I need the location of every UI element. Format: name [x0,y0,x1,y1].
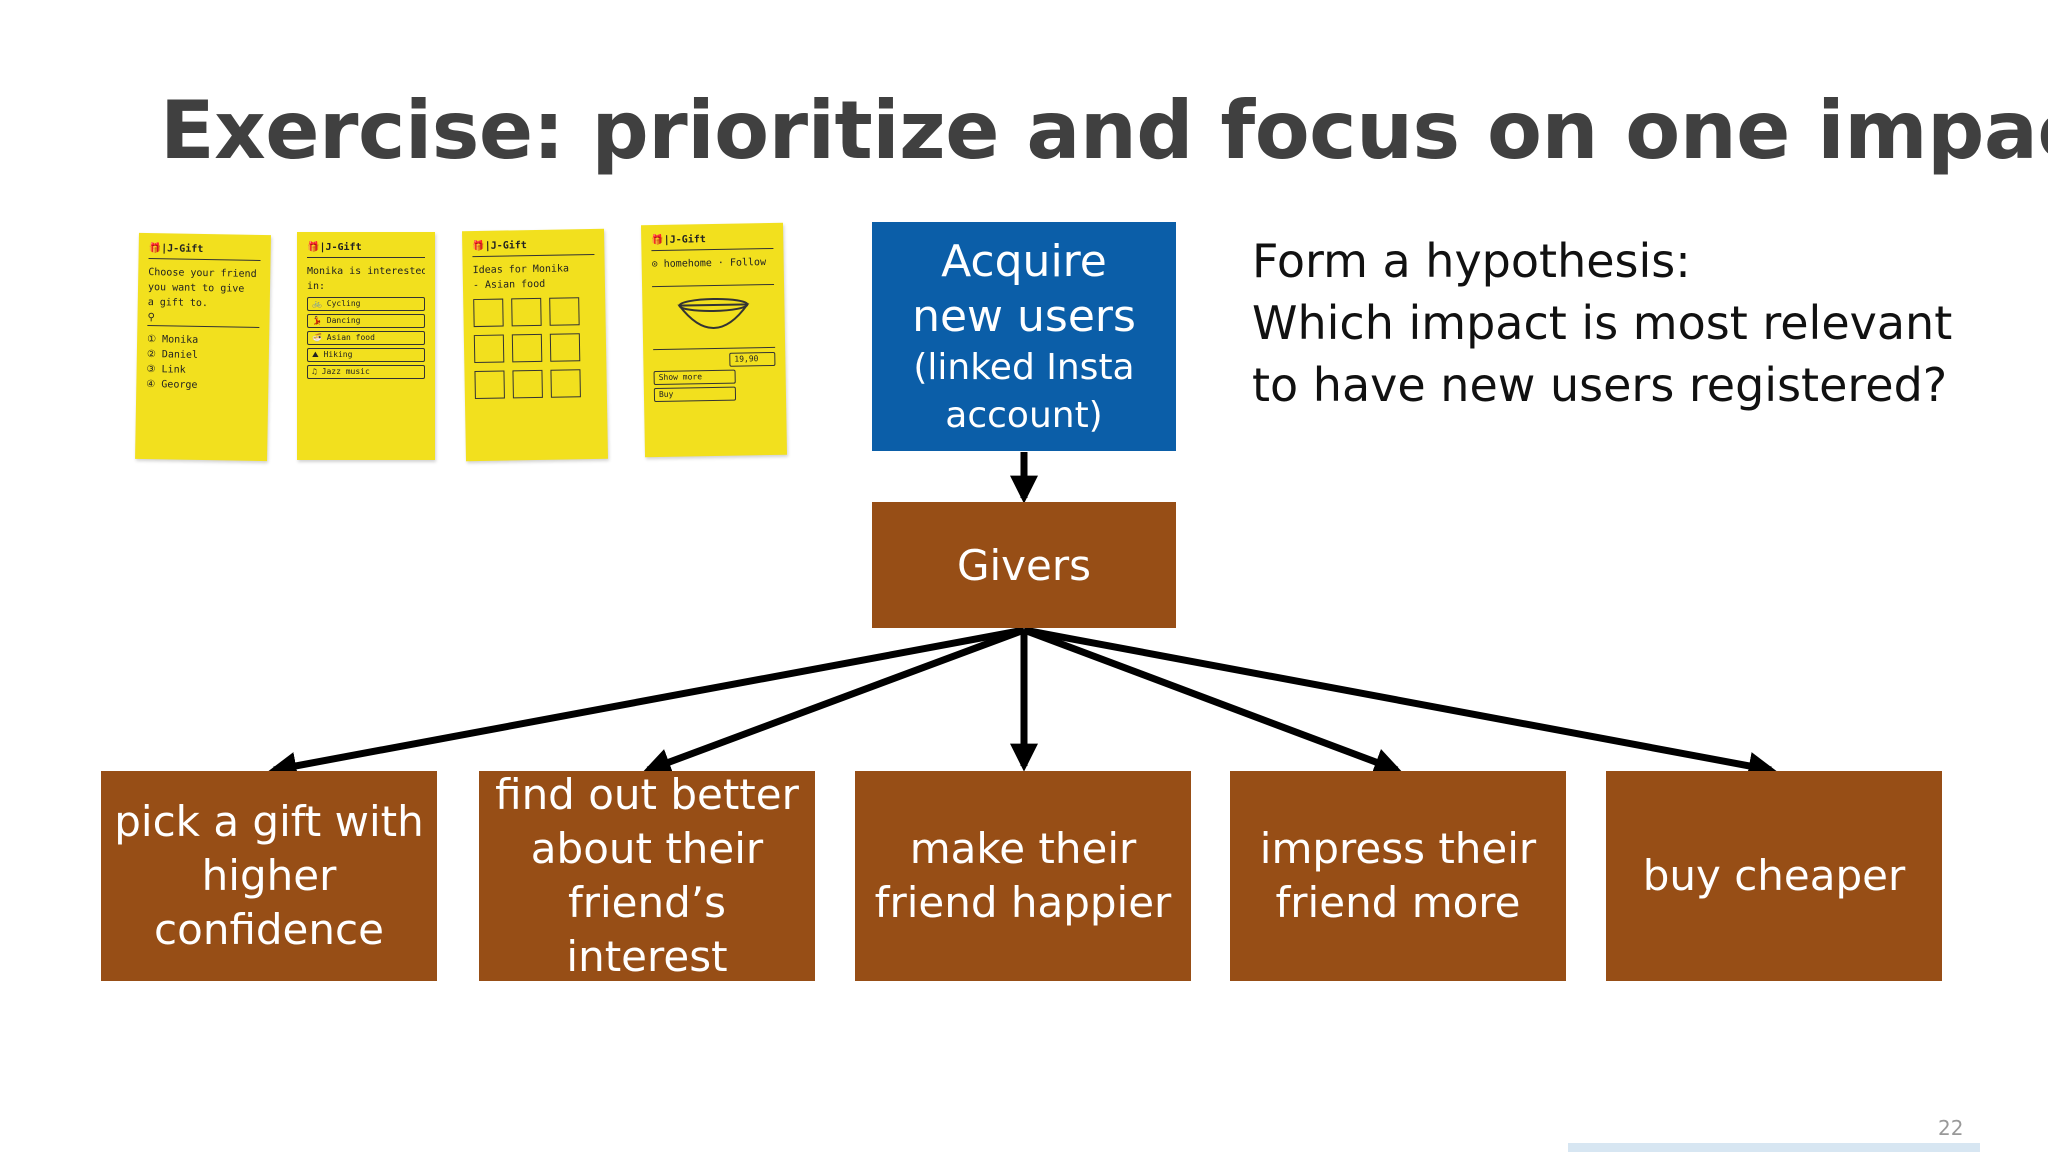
price-box: 19,90 [729,351,776,367]
idea-tile [549,333,581,362]
sketch-note-interests: 🎁|J-Gift Monika is interested in: 🚲 Cycl… [297,232,435,460]
note-header: 🎁|J-Gift [651,230,774,252]
note-box: ⛰ Hiking [307,348,425,362]
impact-line: interest [566,932,728,981]
note-header: 🎁|J-Gift [472,236,595,258]
idea-tile [473,334,505,364]
note-line: in: [307,281,326,292]
impact-line: friend’s [567,878,727,927]
goal-subline: (linked Insta [913,346,1135,388]
note-box: ♫ Jazz music [307,365,425,379]
impact-box: buy cheaper [1606,771,1942,981]
goal-line: new users [912,290,1136,342]
note-box: 🚲 Cycling [307,297,425,311]
idea-grid [473,297,597,400]
arrow-to-impact-1 [268,626,1025,780]
impact-line: buy cheaper [1642,851,1906,900]
idea-tile [474,370,505,400]
note-header: 🎁|J-Gift [148,241,261,261]
footer-accent-bar [1568,1143,1980,1152]
note-box: 🍜 Asian food [307,331,425,345]
idea-tile [511,333,543,363]
note-box: 💃 Dancing [307,314,425,328]
note-line: Monika is interested [307,266,425,277]
hypothesis-line: Which impact is most relevant [1252,296,1953,350]
bowl-icon [677,297,750,329]
impact-line: find out better [495,770,799,819]
arrow-to-impact-4 [1022,626,1403,776]
hypothesis-text: Form a hypothesis: Which impact is most … [1252,230,2012,416]
buy-box: Buy [653,386,737,403]
goal-line: Acquire [941,235,1107,287]
note-line: ④ George [146,379,198,391]
actor-label: Givers [956,540,1092,590]
idea-tile [549,297,580,326]
goal-subline: account) [945,394,1103,436]
idea-tile [512,369,543,399]
hypothesis-line: to have new users registered? [1252,358,1948,412]
slide-title: Exercise: prioritize and focus on one im… [160,84,2048,177]
impact-line: about their [530,824,764,873]
goal-box: Acquire new users (linked Insta account) [872,222,1176,451]
search-icon: ⚲ [147,310,260,328]
idea-tile [473,298,504,328]
sketch-note-ideas: 🎁|J-Gift Ideas for Monika - Asian food [462,228,608,462]
impact-line: make their [909,824,1137,873]
impact-line: friend more [1275,878,1521,927]
note-line: ⊙ homehome · Follow [651,257,767,271]
impact-box: impress their friend more [1230,771,1566,981]
idea-tile [550,369,581,398]
page-number: 22 [1938,1116,1964,1140]
impact-line: friend happier [874,878,1172,927]
arrow-to-impact-2 [642,626,1026,776]
impact-line: confidence [154,905,384,954]
note-line: a gift to. [147,297,209,310]
note-line: - Asian food [472,278,546,292]
impact-box: make their friend happier [855,771,1191,981]
arrow-to-impact-5 [1023,626,1777,780]
note-header: 🎁|J-Gift [307,240,425,258]
show-more-box: Show more [653,369,736,386]
impact-box: find out better about their friend’s int… [479,770,815,981]
impact-line: impress their [1259,824,1537,873]
impact-line: pick a gift with [114,797,424,846]
impact-box: pick a gift with higher confidence [101,771,437,981]
sketch-note-choose-friend: 🎁|J-Gift Choose your friend you want to … [135,232,271,462]
actor-box: Givers [872,502,1176,628]
sketch-note-product: 🎁|J-Gift ⊙ homehome · Follow 19,90 Show … [640,222,788,458]
idea-tile [511,297,542,327]
hypothesis-line: Form a hypothesis: [1252,234,1691,288]
bowl-sketch-icon [652,283,776,351]
impact-line: higher [201,851,337,900]
